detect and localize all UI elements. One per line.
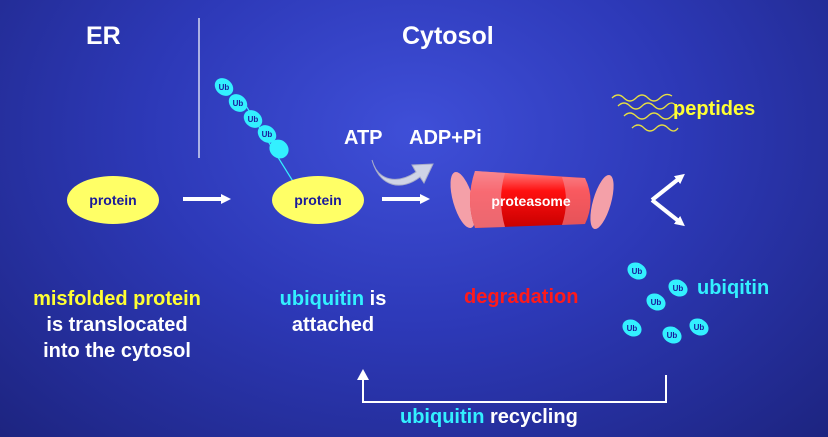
adp-label: ADP+Pi — [409, 127, 482, 149]
ub-free-4 — [689, 318, 709, 336]
ub-chain-label-2: Ub — [233, 99, 244, 108]
ub-chain-4 — [257, 125, 277, 143]
svg-text:Ub: Ub — [632, 267, 643, 276]
ub-chain-2 — [228, 94, 248, 112]
ub-chain-5 — [269, 139, 289, 159]
ub-chain-1 — [214, 78, 234, 96]
atp-label: ATP — [344, 127, 383, 149]
region-cytosol-label: Cytosol — [402, 22, 494, 50]
ub-chain-label-4: Ub — [262, 130, 273, 139]
ub-free-6 — [662, 326, 682, 344]
step1-line3: into the cytosol — [43, 340, 191, 362]
recycling-caption: ubiquitin recycling — [400, 406, 578, 429]
ubiqitin-label: ubiqitin — [697, 277, 770, 299]
free-ubiquitin-cluster: Ub Ub Ub Ub Ub Ub — [622, 262, 709, 344]
ub-chain-3 — [243, 110, 263, 128]
recycling-arrowhead — [357, 369, 369, 380]
protein-er-label: protein — [89, 192, 136, 208]
step2-line2: attached — [291, 314, 375, 336]
step1-caption: misfolded protein is translocated into t… — [12, 286, 222, 364]
split-arrows — [650, 173, 685, 227]
svg-text:Ub: Ub — [667, 331, 678, 340]
proteasome-cap-left — [450, 171, 476, 229]
ubiquitin-chain: Ub Ub Ub Ub — [214, 78, 295, 184]
svg-text:Ub: Ub — [627, 324, 638, 333]
svg-text:Ub: Ub — [651, 298, 662, 307]
peptides-label: peptides — [673, 98, 756, 120]
protein-cytosol-shape: protein — [272, 176, 364, 224]
recycling-bracket — [362, 375, 667, 403]
ub-chain-label-1: Ub — [219, 83, 230, 92]
step2-rest: is — [364, 288, 387, 310]
step2-caption: ubiquitin is attached — [258, 286, 408, 338]
ub-chain-label-3: Ub — [248, 115, 259, 124]
proteasome-shape: proteasome — [450, 171, 614, 230]
protein-er-shape: protein — [67, 176, 159, 224]
step2-line1: ubiquitin is — [258, 286, 408, 312]
ub-free-2 — [668, 279, 688, 297]
recycling-highlight: ubiquitin — [400, 406, 485, 428]
proteasome-label: proteasome — [491, 193, 571, 209]
atp-hydrolysis-arrow — [371, 159, 434, 186]
region-er-label: ER — [86, 22, 121, 50]
step3-caption: degradation — [464, 286, 579, 308]
protein-cytosol-label: protein — [294, 192, 341, 208]
recycling-rest: recycling — [484, 406, 578, 428]
svg-text:Ub: Ub — [673, 284, 684, 293]
step1-line2: is translocated — [46, 314, 188, 336]
ub-free-1 — [627, 262, 647, 280]
step2-highlight: ubiquitin — [279, 288, 365, 310]
ub-free-3 — [646, 293, 666, 311]
proteasome-cap-right — [590, 174, 614, 230]
peptides-squiggles — [611, 93, 681, 132]
step1-highlight: misfolded protein — [33, 288, 201, 310]
svg-text:Ub: Ub — [694, 323, 705, 332]
ub-free-5 — [622, 319, 642, 337]
